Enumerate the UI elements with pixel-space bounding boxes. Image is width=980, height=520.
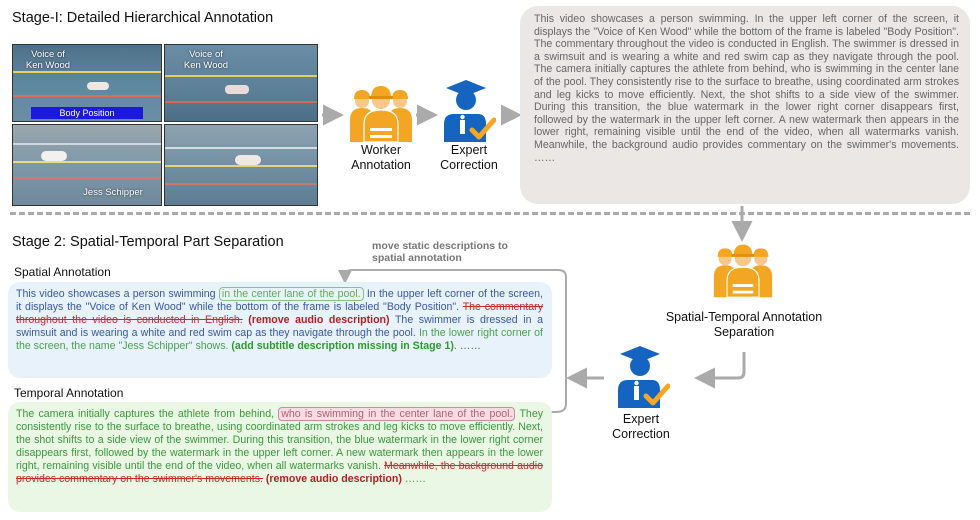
stage1-description-box	[520, 6, 970, 204]
move-static-label: move static descriptions to spatial anno…	[372, 240, 508, 264]
highlight-center-lane-temporal: who is swimming in the center lane of th…	[278, 407, 516, 421]
temporal-annotation-heading: Temporal Annotation	[14, 386, 124, 400]
worker-group-icon	[350, 86, 412, 142]
video-frame-4	[164, 124, 318, 206]
jess-schipper-caption: Jess Schipper	[83, 187, 143, 198]
stage1-description: This video showcases a person swimming. …	[534, 13, 959, 164]
strike-background-audio: Meanwhile, the background audio provides…	[16, 460, 543, 486]
temporal-annotation-text: The camera initially captures the athlet…	[16, 407, 544, 486]
spatial-annotation-box	[8, 282, 552, 378]
body-position-caption: Body Position	[31, 107, 143, 119]
stage-divider	[10, 212, 970, 215]
expert-icon-2	[618, 346, 670, 408]
spatial-annotation-heading: Spatial Annotation	[14, 265, 111, 279]
stage2-title: Stage 2: Spatial-Temporal Part Separatio…	[12, 234, 284, 250]
stage1-title: Stage-I: Detailed Hierarchical Annotatio…	[12, 10, 274, 26]
video-frame-3: Jess Schipper	[12, 124, 162, 206]
highlight-center-lane: in the center lane of the pool.	[218, 287, 364, 301]
strike-commentary: The commentary throughout the video is c…	[16, 301, 543, 327]
expert-icon	[444, 80, 496, 142]
spatial-annotation-text: This video showcases a person swimming i…	[16, 287, 544, 353]
worker-group-icon-2	[713, 244, 773, 298]
